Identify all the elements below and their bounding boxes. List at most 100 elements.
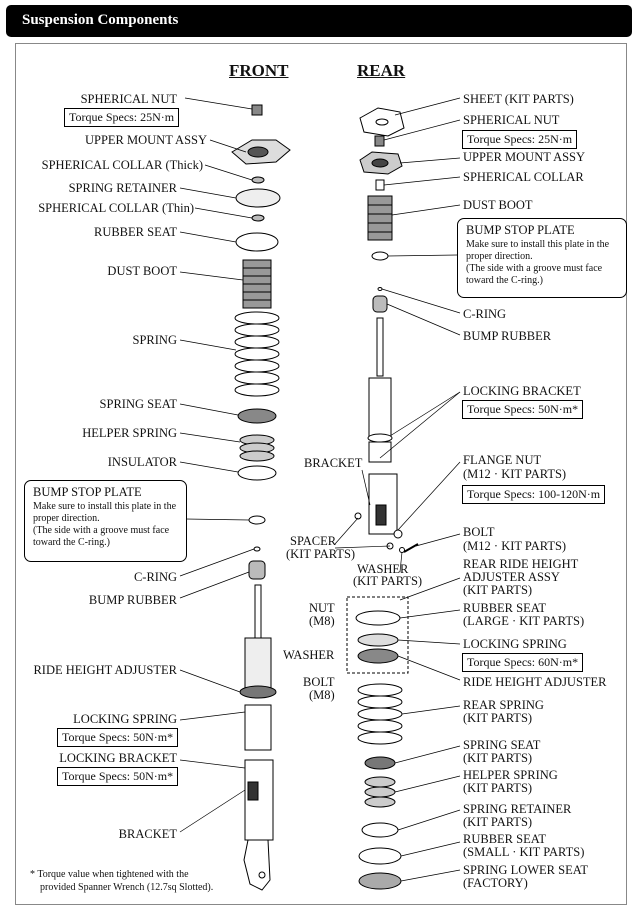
front-bump-rubber bbox=[248, 560, 266, 580]
front-bump-rubber-label: BUMP RUBBER bbox=[88, 593, 177, 607]
front-ride-height-adjuster-label: RIDE HEIGHT ADJUSTER bbox=[33, 663, 177, 677]
front-collar-thin-label: SPHERICAL COLLAR (Thin) bbox=[38, 201, 194, 215]
rear-bolt-sub: (M12 · KIT PARTS) bbox=[463, 539, 567, 553]
rear-sheet bbox=[359, 107, 405, 137]
rear-rubber-seat-small-sub: (SMALL · KIT PARTS) bbox=[463, 845, 585, 859]
rear-helper-spring bbox=[364, 776, 396, 808]
front-spring-retainer-label: SPRING RETAINER bbox=[68, 181, 177, 195]
front-insulator bbox=[237, 465, 277, 481]
rear-rubber-seat-large-sub: (LARGE · KIT PARTS) bbox=[463, 614, 585, 628]
front-spring bbox=[234, 311, 280, 397]
rear-column-title: REAR bbox=[357, 61, 406, 80]
rear-rubber-seat-small-label: RUBBER SEAT bbox=[463, 832, 547, 846]
rear-washer-kit-sub: (KIT PARTS) bbox=[353, 574, 423, 588]
front-locking-bracket-label: LOCKING BRACKET bbox=[59, 751, 177, 765]
rear-helper-spring-sub: (KIT PARTS) bbox=[463, 781, 533, 795]
front-spring-seat bbox=[237, 408, 277, 424]
rear-bump-stop-title: BUMP STOP PLATE bbox=[466, 223, 575, 237]
front-column-title: FRONT bbox=[229, 61, 289, 80]
rear-bump-rubber-label: BUMP RUBBER bbox=[463, 329, 552, 343]
rear-ride-height-adjuster bbox=[357, 648, 399, 664]
rear-spring-seat-sub: (KIT PARTS) bbox=[463, 751, 533, 765]
rear-spacer-label: SPACER bbox=[290, 534, 337, 548]
front-helper-spring bbox=[239, 434, 275, 462]
front-c-ring-label: C-RING bbox=[133, 570, 177, 584]
front-spherical-nut bbox=[251, 104, 263, 116]
rear-helper-spring-label: HELPER SPRING bbox=[463, 768, 558, 782]
rear-spring-retainer-label: SPRING RETAINER bbox=[463, 802, 572, 816]
rear-spherical-nut-label: SPHERICAL NUT bbox=[463, 113, 560, 127]
rear-bump-stop-plate bbox=[371, 251, 389, 261]
leader-lines bbox=[179, 97, 461, 882]
front-collar-thick bbox=[251, 176, 265, 184]
rear-ride-height-assy-label-2: ADJUSTER ASSY bbox=[463, 570, 560, 584]
front-spring-retainer bbox=[235, 188, 281, 208]
front-bracket-label: BRACKET bbox=[118, 827, 177, 841]
rear-flange-nut-torque: Torque Specs: 100-120N·m bbox=[462, 485, 606, 504]
rear-spring-lower-seat bbox=[358, 872, 402, 890]
front-helper-spring-label: HELPER SPRING bbox=[82, 426, 177, 440]
rear-spring-retainer bbox=[361, 822, 399, 838]
rear-bolt-m8-sub: (M8) bbox=[309, 688, 335, 702]
rear-c-ring bbox=[377, 287, 383, 291]
rear-sheet-label: SHEET (KIT PARTS) bbox=[463, 92, 574, 106]
front-spherical-nut-torque: Torque Specs: 25N·m bbox=[64, 108, 180, 127]
rear-spacer-sub: (KIT PARTS) bbox=[286, 547, 356, 561]
footnote-line-1: * Torque value when tightened with the bbox=[30, 869, 189, 880]
front-spring-label: SPRING bbox=[132, 333, 177, 347]
front-locking-spring-torque: Torque Specs: 50N·m* bbox=[57, 728, 179, 747]
rear-rubber-seat-large bbox=[355, 610, 401, 626]
front-locking-spring-label: LOCKING SPRING bbox=[73, 712, 177, 726]
front-damper bbox=[239, 584, 277, 699]
rear-locking-bracket-torque: Torque Specs: 50N·m* bbox=[462, 400, 584, 419]
rear-spring-label: REAR SPRING bbox=[463, 698, 544, 712]
rear-rubber-seat-large-label: RUBBER SEAT bbox=[463, 601, 547, 615]
front-spring-seat-label: SPRING SEAT bbox=[99, 397, 177, 411]
rear-spring-lower-seat-sub: (FACTORY) bbox=[463, 876, 528, 890]
rear-locking-spring-torque: Torque Specs: 60N·m* bbox=[462, 653, 584, 672]
rear-spherical-nut-torque: Torque Specs: 25N·m bbox=[462, 130, 578, 149]
rear-bolt-m8-label: BOLT bbox=[303, 675, 335, 689]
footnote-line-2: provided Spanner Wrench (12.7sq Slotted)… bbox=[40, 882, 214, 893]
rear-adjuster-dashed-box bbox=[346, 596, 409, 674]
rear-bump-stop-body: Make sure to install this plate in the p… bbox=[466, 239, 610, 286]
rear-locking-bracket-label: LOCKING BRACKET bbox=[463, 384, 581, 398]
rear-bump-stop-note: BUMP STOP PLATE Make sure to install thi… bbox=[457, 218, 627, 298]
rear-locking-spring-label: LOCKING SPRING bbox=[463, 637, 567, 651]
rear-ride-height-adjuster-label: RIDE HEIGHT ADJUSTER bbox=[463, 675, 607, 689]
front-bump-stop-note: BUMP STOP PLATE Make sure to install thi… bbox=[24, 480, 187, 562]
front-bump-stop-plate bbox=[248, 515, 266, 525]
rear-spherical-collar bbox=[375, 179, 385, 191]
front-upper-mount bbox=[231, 139, 291, 165]
front-insulator-label: INSULATOR bbox=[107, 455, 177, 469]
rear-dust-boot-label: DUST BOOT bbox=[463, 198, 533, 212]
rear-spherical-collar-label: SPHERICAL COLLAR bbox=[463, 170, 584, 184]
front-collar-thick-label: SPHERICAL COLLAR (Thick) bbox=[41, 158, 203, 172]
rear-spring-lower-seat-label: SPRING LOWER SEAT bbox=[463, 863, 589, 877]
front-dust-boot-label: DUST BOOT bbox=[107, 264, 177, 278]
front-rubber-seat bbox=[235, 232, 279, 252]
rear-bracket-label: BRACKET bbox=[304, 456, 363, 470]
front-bump-stop-title: BUMP STOP PLATE bbox=[33, 485, 142, 499]
front-bump-stop-body: Make sure to install this plate in the p… bbox=[33, 501, 177, 548]
footnote: * Torque value when tightened with the p… bbox=[30, 868, 213, 894]
rear-nut-sub: (M8) bbox=[309, 614, 335, 628]
front-locking-bracket-torque: Torque Specs: 50N·m* bbox=[57, 767, 179, 786]
rear-dust-boot bbox=[367, 195, 393, 241]
rear-upper-mount-label: UPPER MOUNT ASSY bbox=[463, 150, 586, 164]
front-rubber-seat-label: RUBBER SEAT bbox=[93, 225, 177, 239]
rear-flange-nut-label: FLANGE NUT bbox=[463, 453, 542, 467]
rear-ride-height-assy-label: REAR RIDE HEIGHT bbox=[463, 557, 579, 571]
rear-spring-sub: (KIT PARTS) bbox=[463, 711, 533, 725]
rear-flange-nut-sub: (M12 · KIT PARTS) bbox=[463, 467, 567, 481]
rear-spring-retainer-sub: (KIT PARTS) bbox=[463, 815, 533, 829]
front-bracket bbox=[243, 759, 274, 891]
front-dust-boot bbox=[242, 259, 272, 309]
rear-ride-height-assy-label-3: (KIT PARTS) bbox=[463, 583, 533, 597]
rear-spring-seat bbox=[364, 756, 396, 770]
rear-spring bbox=[357, 683, 403, 745]
front-locking-spring-body bbox=[244, 704, 272, 751]
rear-bolt-label: BOLT bbox=[463, 525, 495, 539]
rear-spring-seat-label: SPRING SEAT bbox=[463, 738, 541, 752]
page-title: Suspension Components bbox=[22, 12, 179, 28]
